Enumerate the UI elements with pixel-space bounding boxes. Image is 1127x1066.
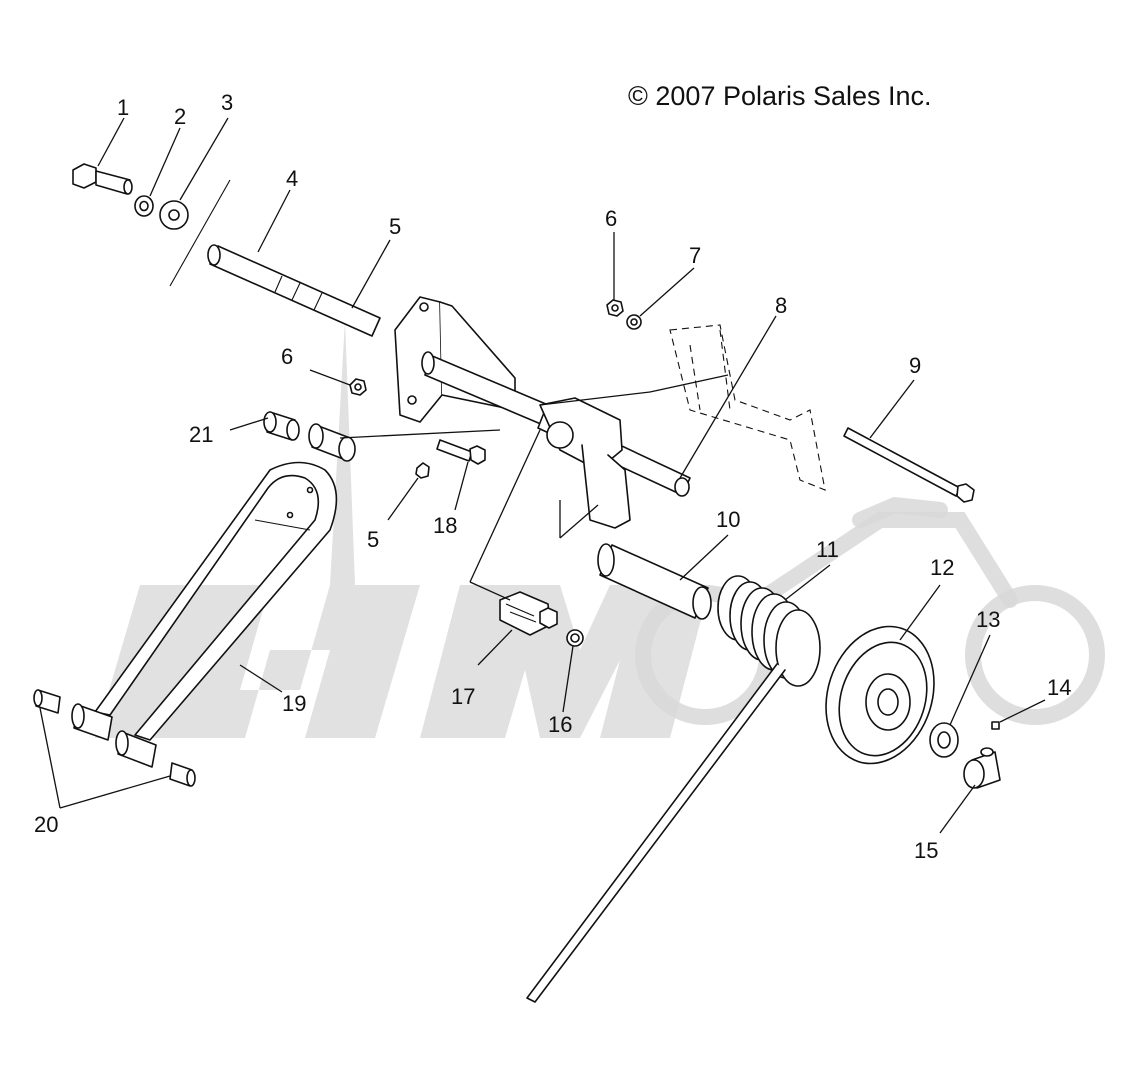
callout-16: 16: [548, 712, 572, 737]
part-17-block: [499, 591, 558, 636]
part-21-bushing: [263, 411, 300, 441]
callout-15: 15: [914, 838, 938, 863]
part-5-grease-fitting: [415, 462, 430, 479]
callout-9: 9: [909, 353, 921, 378]
part-11-spring: [526, 575, 821, 1003]
callout-6a: 6: [605, 206, 617, 231]
part-15-collar: [963, 747, 1001, 789]
part-6-nut-upper: [606, 299, 624, 317]
part-1-bolt: [72, 163, 133, 195]
watermark-logo: [95, 320, 1105, 738]
leader-lines: [39, 117, 1046, 834]
part-4-shaft: [207, 244, 381, 337]
part-13-washer: [929, 722, 959, 758]
part-2-washer: [134, 195, 154, 217]
callout-1: 1: [117, 95, 129, 120]
part-18-bolt: [436, 439, 486, 465]
ghost-mount-plate: [669, 324, 826, 491]
callout-8: 8: [775, 293, 787, 318]
callout-5b: 5: [367, 527, 379, 552]
callout-14: 14: [1047, 675, 1071, 700]
part-3-washer: [159, 200, 189, 230]
callout-17: 17: [451, 684, 475, 709]
callout-12: 12: [930, 555, 954, 580]
callout-6b: 6: [281, 344, 293, 369]
part-14-set-screw: [991, 721, 1000, 730]
callout-10: 10: [716, 507, 740, 532]
callout-21: 21: [189, 422, 213, 447]
callout-11: 11: [816, 537, 839, 562]
callout-13: 13: [976, 607, 1000, 632]
part-20-bushings: [33, 689, 196, 787]
part-16-ring: [566, 629, 584, 647]
part-7-washer: [626, 314, 642, 330]
callout-19: 19: [282, 691, 306, 716]
callout-2: 2: [174, 104, 186, 129]
part-12-wheel: [825, 625, 935, 765]
part-10-tube: [597, 543, 712, 620]
callout-labels: 1 2 3 4 5 6 7 8 6 9 21 5 18 10 11 12 13 …: [34, 90, 1071, 863]
callout-5a: 5: [389, 214, 401, 239]
part-5-bracket: [394, 296, 561, 431]
pivot-block: [539, 397, 631, 529]
arm-top-bushing: [308, 423, 356, 462]
callout-3: 3: [221, 90, 233, 115]
callout-7: 7: [689, 243, 701, 268]
callout-20: 20: [34, 812, 58, 837]
callout-18: 18: [433, 513, 457, 538]
part-6-nut-lower: [349, 378, 367, 396]
part-9-long-bolt: [843, 427, 975, 503]
callout-4: 4: [286, 166, 298, 191]
part-19-rear-arm: [94, 461, 338, 741]
break-line: [169, 179, 231, 287]
copyright-text: © 2007 Polaris Sales Inc.: [628, 81, 932, 111]
